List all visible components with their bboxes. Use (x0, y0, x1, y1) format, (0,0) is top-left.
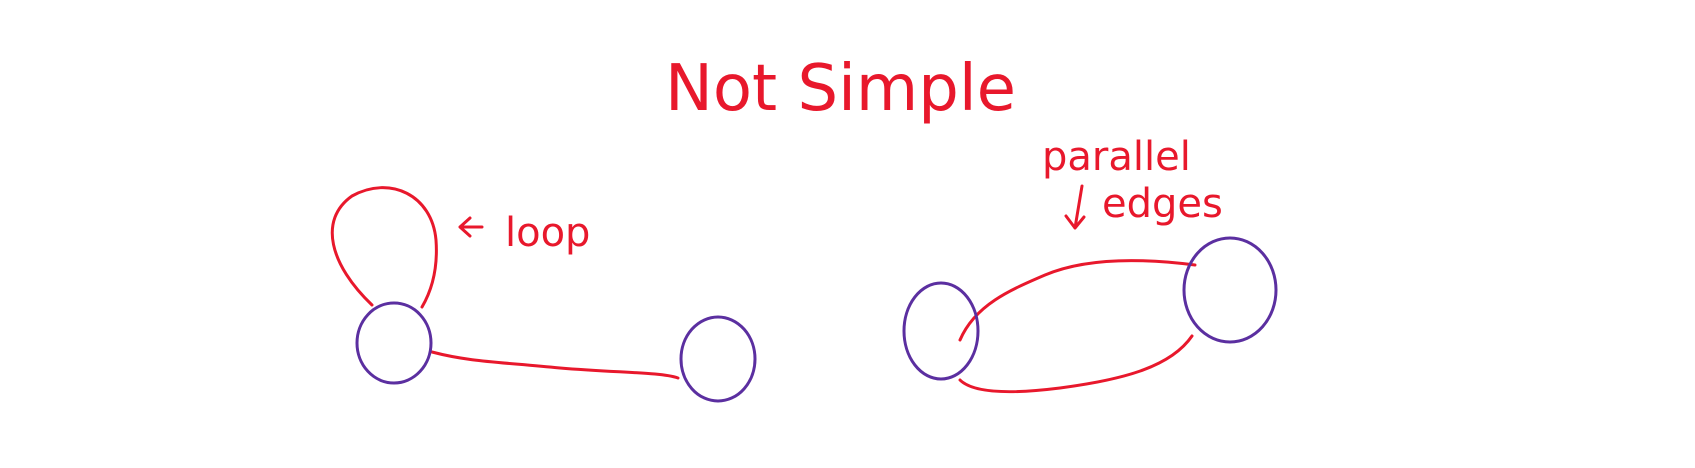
left-graph: loop (330, 186, 757, 403)
parallel-label: parallel (1042, 134, 1191, 180)
node-right-graph-left (902, 281, 980, 381)
parallel-edge-lower (958, 334, 1194, 394)
edge-left-to-right (430, 350, 680, 380)
node-left-loop (355, 301, 433, 385)
loop-label: loop (505, 210, 590, 256)
loop-edge (330, 186, 438, 309)
left-arrow-icon (458, 216, 484, 238)
down-arrow-icon (1064, 184, 1086, 230)
right-graph: parallel edges (902, 134, 1278, 394)
node-right-graph-right (1182, 236, 1278, 344)
parallel-edge-upper (958, 259, 1197, 342)
diagram-title: Not Simple (665, 52, 1016, 126)
node-left-graph-right (679, 315, 757, 403)
edges-label: edges (1102, 181, 1223, 227)
